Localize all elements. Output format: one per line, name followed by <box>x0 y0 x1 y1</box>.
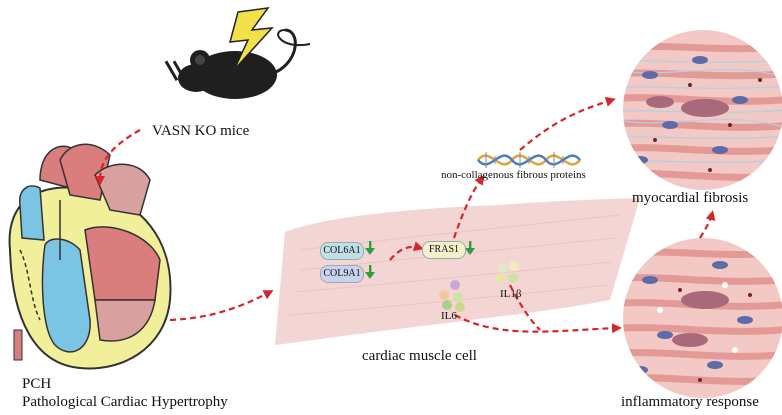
col9a1-label: COL9A1 <box>320 265 364 283</box>
fras1-down-arrow-icon <box>465 241 475 255</box>
arrow-cytokines-to-inflammation <box>454 314 622 334</box>
il6-label: IL6 <box>441 310 457 322</box>
downregulation-arrows <box>365 241 475 279</box>
inflammation-label: inflammatory response <box>621 394 759 410</box>
arrow-mouse-to-heart <box>95 129 141 186</box>
col6a1-down-arrow-icon <box>365 241 375 255</box>
arrow-il1b-to-inflammation <box>509 284 541 331</box>
arrow-inflammation-to-fibrosis <box>699 210 716 239</box>
proteins-label: non-collagenous fibrous proteins <box>441 169 586 181</box>
heart-icon <box>8 143 172 370</box>
dna-helix-icon <box>477 152 581 168</box>
pch-short-label: PCH <box>22 376 52 392</box>
inflammatory-response-tissue <box>623 238 782 398</box>
muscle-cell-shape <box>275 198 640 345</box>
pch-long-label: Pathological Cardiac Hypertrophy <box>22 394 228 410</box>
fras1-label: FRAS1 <box>422 241 466 259</box>
mouse-icon <box>164 28 311 99</box>
il1b-label: IL1β <box>500 288 522 300</box>
il6-cluster <box>439 280 465 312</box>
arrow-dna-to-fibrosis <box>519 97 616 151</box>
col9a1-down-arrow-icon <box>365 265 375 279</box>
lightning-icon <box>228 7 274 71</box>
arrow-fras1-to-dna <box>452 174 485 239</box>
mouse-label: VASN KO mice <box>152 123 250 139</box>
arrow-heart-to-cell <box>169 290 274 322</box>
fibrosis-label: myocardial fibrosis <box>632 190 749 206</box>
muscle-cell-label: cardiac muscle cell <box>362 348 477 364</box>
flow-arrows <box>95 97 716 334</box>
col6a1-label: COL6A1 <box>320 242 364 260</box>
myocardial-fibrosis-tissue <box>623 30 782 190</box>
il1b-cluster <box>495 261 519 283</box>
arrow-col-to-fras1 <box>389 241 424 261</box>
